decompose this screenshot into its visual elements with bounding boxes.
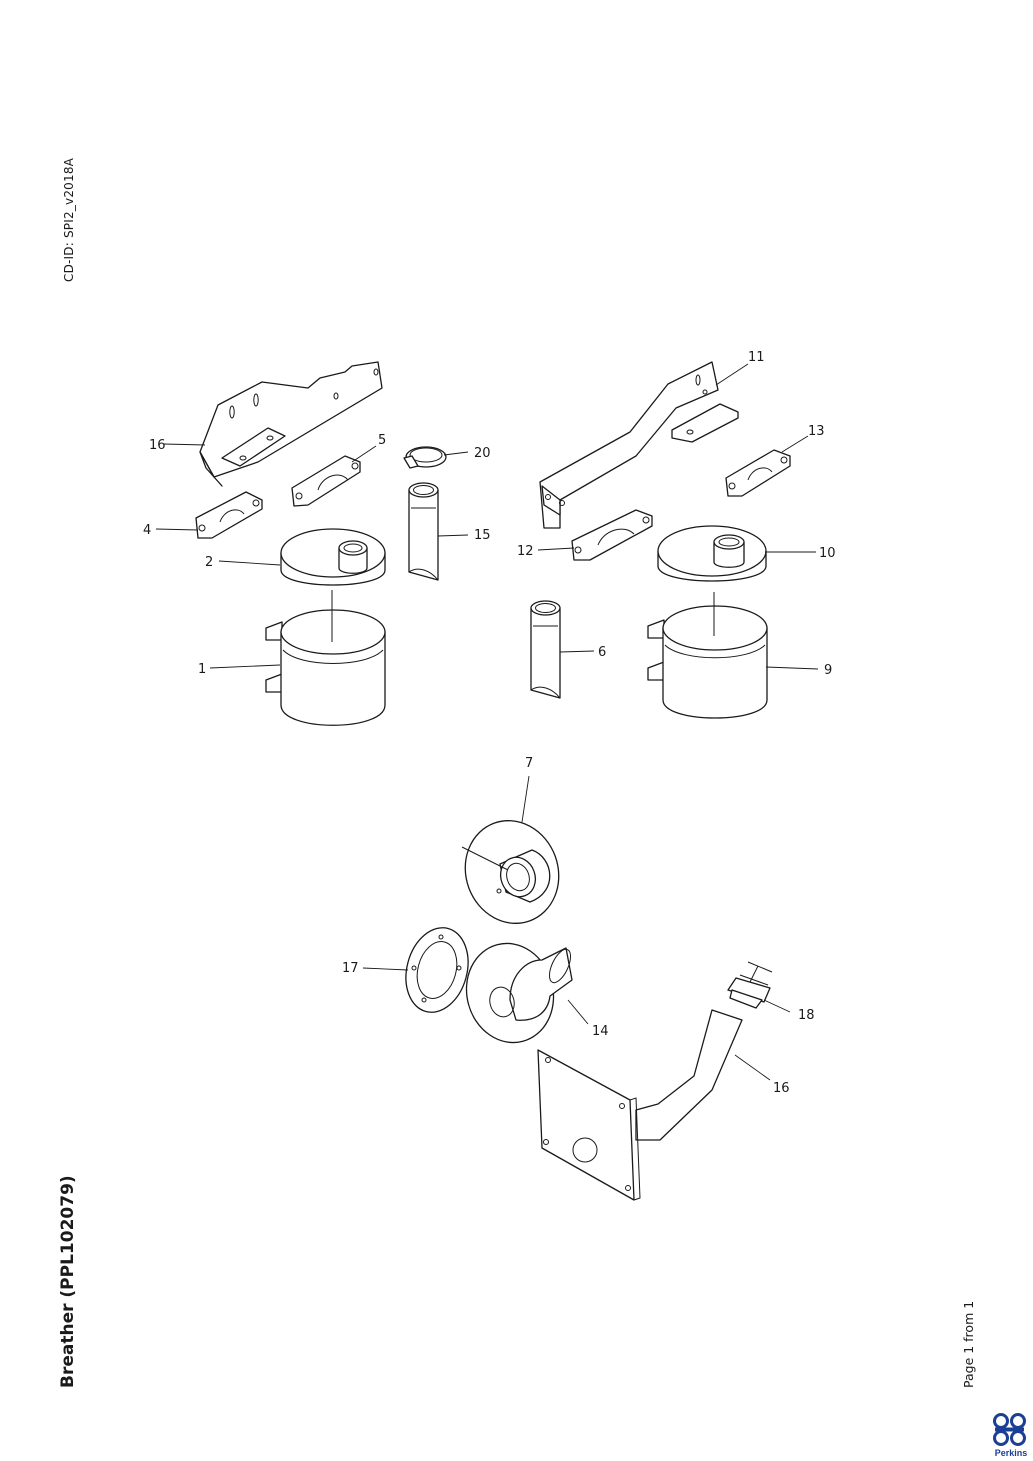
part-9-canister bbox=[647, 592, 768, 719]
part-5-clamp bbox=[291, 455, 361, 507]
callout-9: 9 bbox=[824, 663, 832, 678]
callout-1: 1 bbox=[198, 662, 206, 677]
callout-18: 18 bbox=[798, 1008, 815, 1023]
part-16-gasket bbox=[405, 927, 469, 1013]
part-15-flange-elbow bbox=[465, 942, 573, 1044]
part-20-hose-clip bbox=[403, 446, 447, 469]
callout-15: 14 bbox=[592, 1024, 609, 1039]
perkins-logo-icon bbox=[993, 1413, 1026, 1446]
callout-7: 7 bbox=[525, 756, 533, 771]
callout-10: 10 bbox=[819, 546, 836, 561]
callout-16: 17 bbox=[342, 961, 359, 976]
part-11-bracket bbox=[539, 361, 739, 529]
part-10-lid bbox=[657, 525, 767, 582]
leader-lines bbox=[155, 363, 819, 1081]
part-3-bracket bbox=[199, 361, 383, 487]
part-14-tube bbox=[408, 482, 439, 581]
part-17-breather-pipe bbox=[537, 1009, 743, 1201]
callout-12: 12 bbox=[517, 544, 534, 559]
callout-17: 16 bbox=[773, 1081, 790, 1096]
callout-14: 15 bbox=[474, 528, 491, 543]
part-12-clamp bbox=[571, 509, 653, 561]
callout-6: 6 bbox=[598, 645, 606, 660]
part-2-lid bbox=[280, 528, 386, 586]
callout-20: 20 bbox=[474, 446, 491, 461]
callout-5: 5 bbox=[378, 433, 386, 448]
callout-2: 2 bbox=[205, 555, 213, 570]
part-6-tube bbox=[530, 600, 561, 699]
callout-11: 11 bbox=[748, 350, 765, 365]
part-13-clamp bbox=[725, 449, 791, 497]
part-18-breather-cap bbox=[727, 961, 773, 1009]
callout-3: 16 bbox=[149, 438, 166, 453]
part-4-clamp bbox=[195, 491, 263, 539]
brand-name: Perkins bbox=[994, 1448, 1028, 1458]
callout-4: 4 bbox=[143, 523, 151, 538]
callout-13: 13 bbox=[808, 424, 825, 439]
callout-labels: 16 4 2 1 5 20 15 11 13 12 10 6 9 7 17 14… bbox=[143, 350, 836, 1096]
perkins-logo: Perkins bbox=[990, 1412, 1030, 1460]
part-1-canister bbox=[265, 590, 386, 726]
part-7-flange-outlet bbox=[461, 820, 560, 924]
